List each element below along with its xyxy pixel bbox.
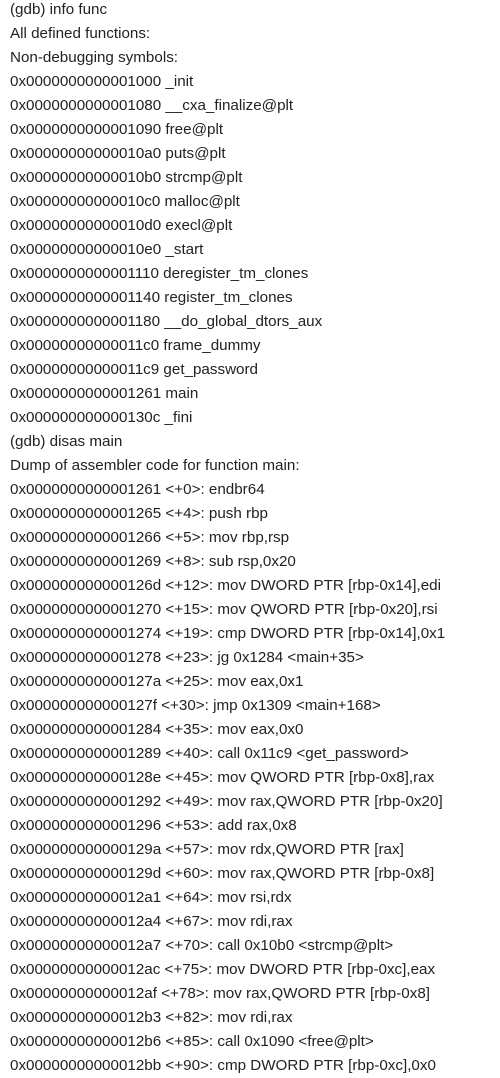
text-line: 0x0000000000001180 __do_global_dtors_aux xyxy=(10,313,323,330)
text-line: 0x0000000000001000 _init xyxy=(10,73,194,90)
text-line: 0x0000000000001140 register_tm_clones xyxy=(10,289,293,306)
text-line: 0x000000000000130c _fini xyxy=(10,409,193,426)
text-line: Dump of assembler code for function main… xyxy=(10,457,300,474)
text-line: 0x0000000000001261 <+0>: endbr64 xyxy=(10,481,265,498)
text-line: 0x0000000000001261 main xyxy=(10,385,199,402)
text-line: 0x00000000000011c9 get_password xyxy=(10,361,258,378)
text-line: 0x0000000000001080 __cxa_finalize@plt xyxy=(10,97,294,114)
text-line: 0x000000000000128e <+45>: mov QWORD PTR … xyxy=(10,769,435,786)
text-line: 0x00000000000012b6 <+85>: call 0x1090 <f… xyxy=(10,1033,374,1050)
text-line: 0x0000000000001296 <+53>: add rax,0x8 xyxy=(10,817,297,834)
text-line: 0x000000000000129a <+57>: mov rdx,QWORD … xyxy=(10,841,404,858)
text-line: 0x000000000000127a <+25>: mov eax,0x1 xyxy=(10,673,304,690)
text-line: 0x0000000000001274 <+19>: cmp DWORD PTR … xyxy=(10,625,446,642)
text-line: 0x0000000000001110 deregister_tm_clones xyxy=(10,265,309,282)
text-line: 0x0000000000001284 <+35>: mov eax,0x0 xyxy=(10,721,304,738)
text-line: 0x00000000000010b0 strcmp@plt xyxy=(10,169,243,186)
text-line: 0x00000000000012af <+78>: mov rax,QWORD … xyxy=(10,985,430,1002)
text-line: 0x0000000000001090 free@plt xyxy=(10,121,224,138)
text-line: 0x00000000000012a4 <+67>: mov rdi,rax xyxy=(10,913,293,930)
text-line: 0x00000000000012a1 <+64>: mov rsi,rdx xyxy=(10,889,292,906)
text-line: 0x00000000000012a7 <+70>: call 0x10b0 <s… xyxy=(10,937,394,954)
text-line: 0x00000000000011c0 frame_dummy xyxy=(10,337,261,354)
text-line: (gdb) info func xyxy=(10,1,108,18)
text-line: 0x0000000000001289 <+40>: call 0x11c9 <g… xyxy=(10,745,409,762)
text-line: 0x00000000000010e0 _start xyxy=(10,241,204,258)
text-line: 0x00000000000010d0 execl@plt xyxy=(10,217,233,234)
text-line: 0x000000000000129d <+60>: mov rax,QWORD … xyxy=(10,865,435,882)
text-line: 0x00000000000010a0 puts@plt xyxy=(10,145,226,162)
text-line: 0x0000000000001269 <+8>: sub rsp,0x20 xyxy=(10,553,296,570)
text-line: 0x00000000000012b3 <+82>: mov rdi,rax xyxy=(10,1009,293,1026)
text-line: 0x00000000000012bb <+90>: cmp DWORD PTR … xyxy=(10,1057,436,1074)
text-line: 0x0000000000001292 <+49>: mov rax,QWORD … xyxy=(10,793,443,810)
text-line: 0x0000000000001266 <+5>: mov rbp,rsp xyxy=(10,529,290,546)
text-line: 0x00000000000012ac <+75>: mov DWORD PTR … xyxy=(10,961,436,978)
text-line: 0x0000000000001265 <+4>: push rbp xyxy=(10,505,269,522)
text-line: Non-debugging symbols: xyxy=(10,49,179,66)
text-line: 0x000000000000127f <+30>: jmp 0x1309 <ma… xyxy=(10,697,381,714)
text-line: All defined functions: xyxy=(10,25,151,42)
text-line: 0x0000000000001270 <+15>: mov QWORD PTR … xyxy=(10,601,438,618)
text-line: (gdb) disas main xyxy=(10,433,123,450)
text-line: 0x00000000000010c0 malloc@plt xyxy=(10,193,240,210)
text-line: 0x0000000000001278 <+23>: jg 0x1284 <mai… xyxy=(10,649,364,666)
text-line: 0x000000000000126d <+12>: mov DWORD PTR … xyxy=(10,577,441,594)
